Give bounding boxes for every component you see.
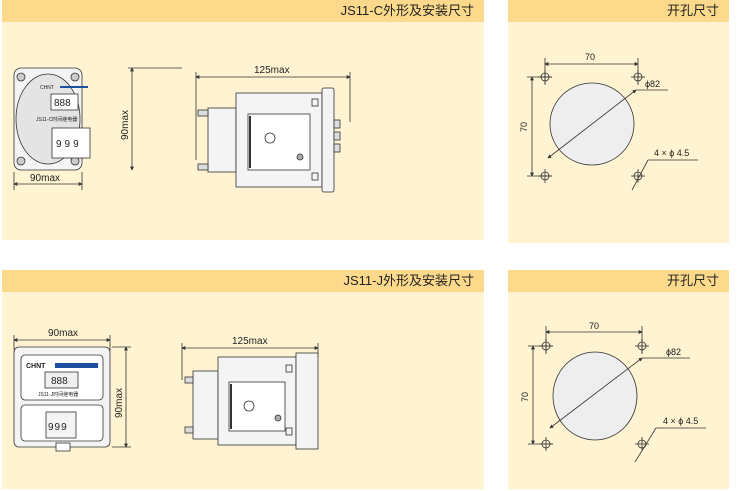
- dial-values: 999: [48, 422, 68, 433]
- js11c-front-view: CHNT 888 JS11-C时间继电器 999 90max 90max: [13, 67, 182, 190]
- screw-icon: [16, 72, 80, 166]
- dial-values: 999: [56, 139, 82, 150]
- js11j-cutout-drawing: 70 70 ϕ82 4 × ϕ 4.5: [520, 321, 706, 463]
- depth-label: 125max: [254, 65, 290, 76]
- height-label: 90max: [114, 388, 125, 418]
- js11j-side-view: 125max: [181, 336, 319, 450]
- height-label: 90max: [120, 110, 131, 140]
- h-spacing-label: 70: [585, 52, 595, 62]
- diameter-label: ϕ82: [645, 79, 660, 89]
- digital-display: 888: [51, 376, 68, 387]
- mount-hole-icon: [539, 339, 649, 451]
- js11c-cutout-drawing: 70 70 ϕ82 4 × ϕ 4.5: [519, 52, 698, 191]
- diameter-label: ϕ82: [666, 347, 681, 357]
- v-spacing-label: 70: [520, 392, 530, 402]
- section-title: JS11-J外形及安装尺寸: [2, 270, 484, 292]
- v-spacing-label: 70: [519, 122, 529, 132]
- holes-label: 4 × ϕ 4.5: [663, 416, 698, 426]
- brand-logo: CHNT: [40, 85, 54, 91]
- brand-logo: CHNT: [26, 363, 46, 370]
- mount-hole-icon: [538, 70, 645, 183]
- depth-label: 125max: [232, 336, 268, 347]
- width-label: 90max: [48, 328, 78, 339]
- holes-label: 4 × ϕ 4.5: [654, 148, 689, 158]
- display-window: [50, 93, 79, 111]
- cutout-title: 开孔尺寸: [508, 0, 729, 22]
- cutout-title: 开孔尺寸: [508, 270, 729, 292]
- h-spacing-label: 70: [589, 321, 599, 331]
- product-label: JS11-C时间继电器: [36, 116, 77, 123]
- product-label: JS11-J时间继电器: [38, 391, 78, 398]
- js11j-front-view: 90max CHNT 888 JS11-J时间继电器 999 90max: [13, 328, 131, 452]
- digital-display: 888: [54, 98, 71, 109]
- width-label: 90max: [30, 173, 60, 184]
- js11c-side-view: 125max: [195, 65, 351, 193]
- dial-block: [51, 127, 91, 159]
- section-title: JS11-C外形及安装尺寸: [2, 0, 484, 22]
